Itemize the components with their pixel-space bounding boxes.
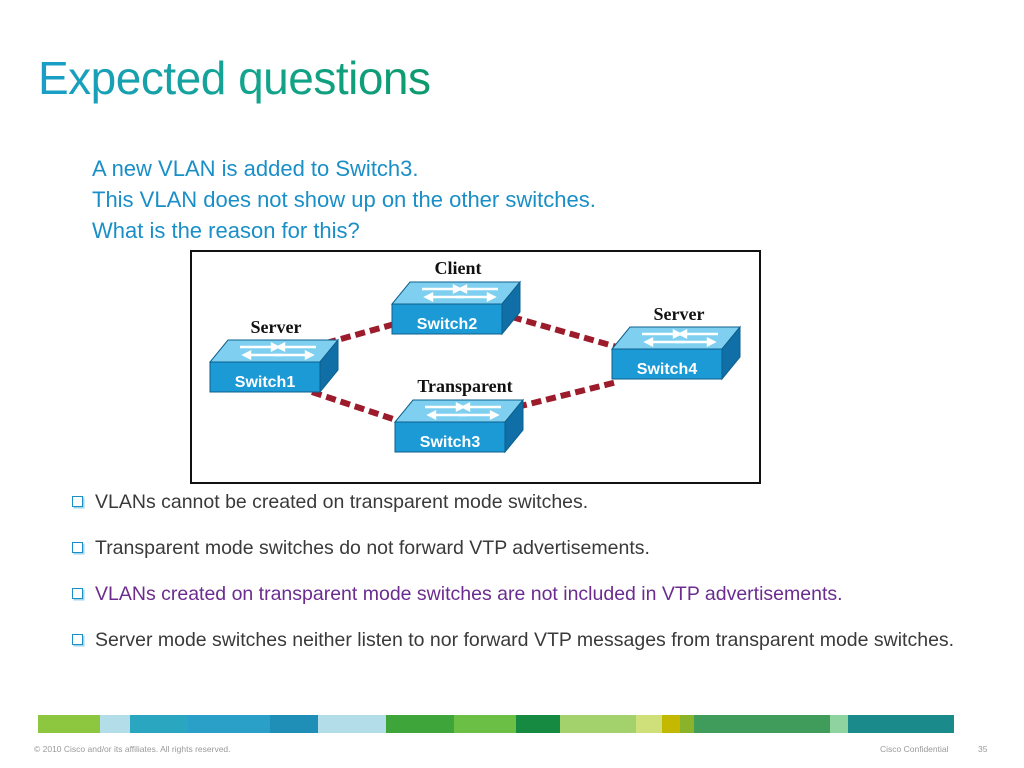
answer-text: Transparent mode switches do not forward… [95,537,650,559]
checkbox-bullet-icon [72,634,83,645]
checkbox-bullet-icon [72,496,83,507]
footer-bar-segment [318,715,386,733]
switch1-icon [208,338,340,394]
switch2-icon [390,280,522,336]
footer-bar-segment [38,715,100,733]
footer-bar-segment [516,715,560,733]
page-number: 35 [978,744,988,754]
answer-option[interactable]: Transparent mode switches do not forward… [70,536,970,561]
link-switch3-switch4 [516,379,618,410]
vtp-network-diagram: Switch2 Switch1 Switch4 Switch3 Client S… [190,250,761,484]
switch4-label: Switch4 [637,361,698,378]
footer-bar-segment [454,715,516,733]
question-line: What is the reason for this? [92,218,360,243]
answer-text: VLANs created on transparent mode switch… [95,583,843,605]
link-switch1-switch3 [311,389,403,425]
checkbox-bullet-icon [72,542,83,553]
switch1-label: Switch1 [235,374,296,391]
switch2-label: Switch2 [417,316,478,333]
footer-bar-segment [662,715,680,733]
switch2-role-label: Client [435,258,482,278]
answer-text: Server mode switches neither listen to n… [95,629,955,651]
switch3-icon [393,398,525,454]
footer-bar-segment [830,715,848,733]
answer-option[interactable]: VLANs cannot be created on transparent m… [70,490,970,515]
footer-bar-segment [100,715,130,733]
footer-bar-segment [386,715,454,733]
copyright-text: © 2010 Cisco and/or its affiliates. All … [34,744,231,754]
checkbox-bullet-icon [72,588,83,599]
question-line: A new VLAN is added to Switch3. [92,156,419,181]
footer-bar-segment [130,715,188,733]
footer-bar-segment [270,715,318,733]
footer-bar-segment [188,715,270,733]
footer-bar-segment [636,715,662,733]
footer-bar-segment [848,715,954,733]
footer-bar-segment [680,715,694,733]
answer-option[interactable]: Server mode switches neither listen to n… [70,628,970,653]
answer-option-correct[interactable]: VLANs created on transparent mode switch… [70,582,970,607]
slide-title: Expected questions [38,52,431,104]
footer-bar-segment [694,715,830,733]
answer-text: VLANs cannot be created on transparent m… [95,491,589,513]
answer-options: VLANs cannot be created on transparent m… [70,490,970,674]
footer-color-bar [38,715,986,733]
switch4-icon [610,325,742,381]
switch3-label: Switch3 [420,434,481,451]
question-line: This VLAN does not show up on the other … [92,187,596,212]
switch4-role-label: Server [654,304,705,324]
footer-bar-segment [560,715,636,733]
confidential-label: Cisco Confidential [880,744,949,754]
link-switch2-switch4 [511,314,618,350]
question-text: A new VLAN is added to Switch3. This VLA… [92,153,596,246]
switch3-role-label: Transparent [417,376,512,396]
switch1-role-label: Server [251,317,302,337]
